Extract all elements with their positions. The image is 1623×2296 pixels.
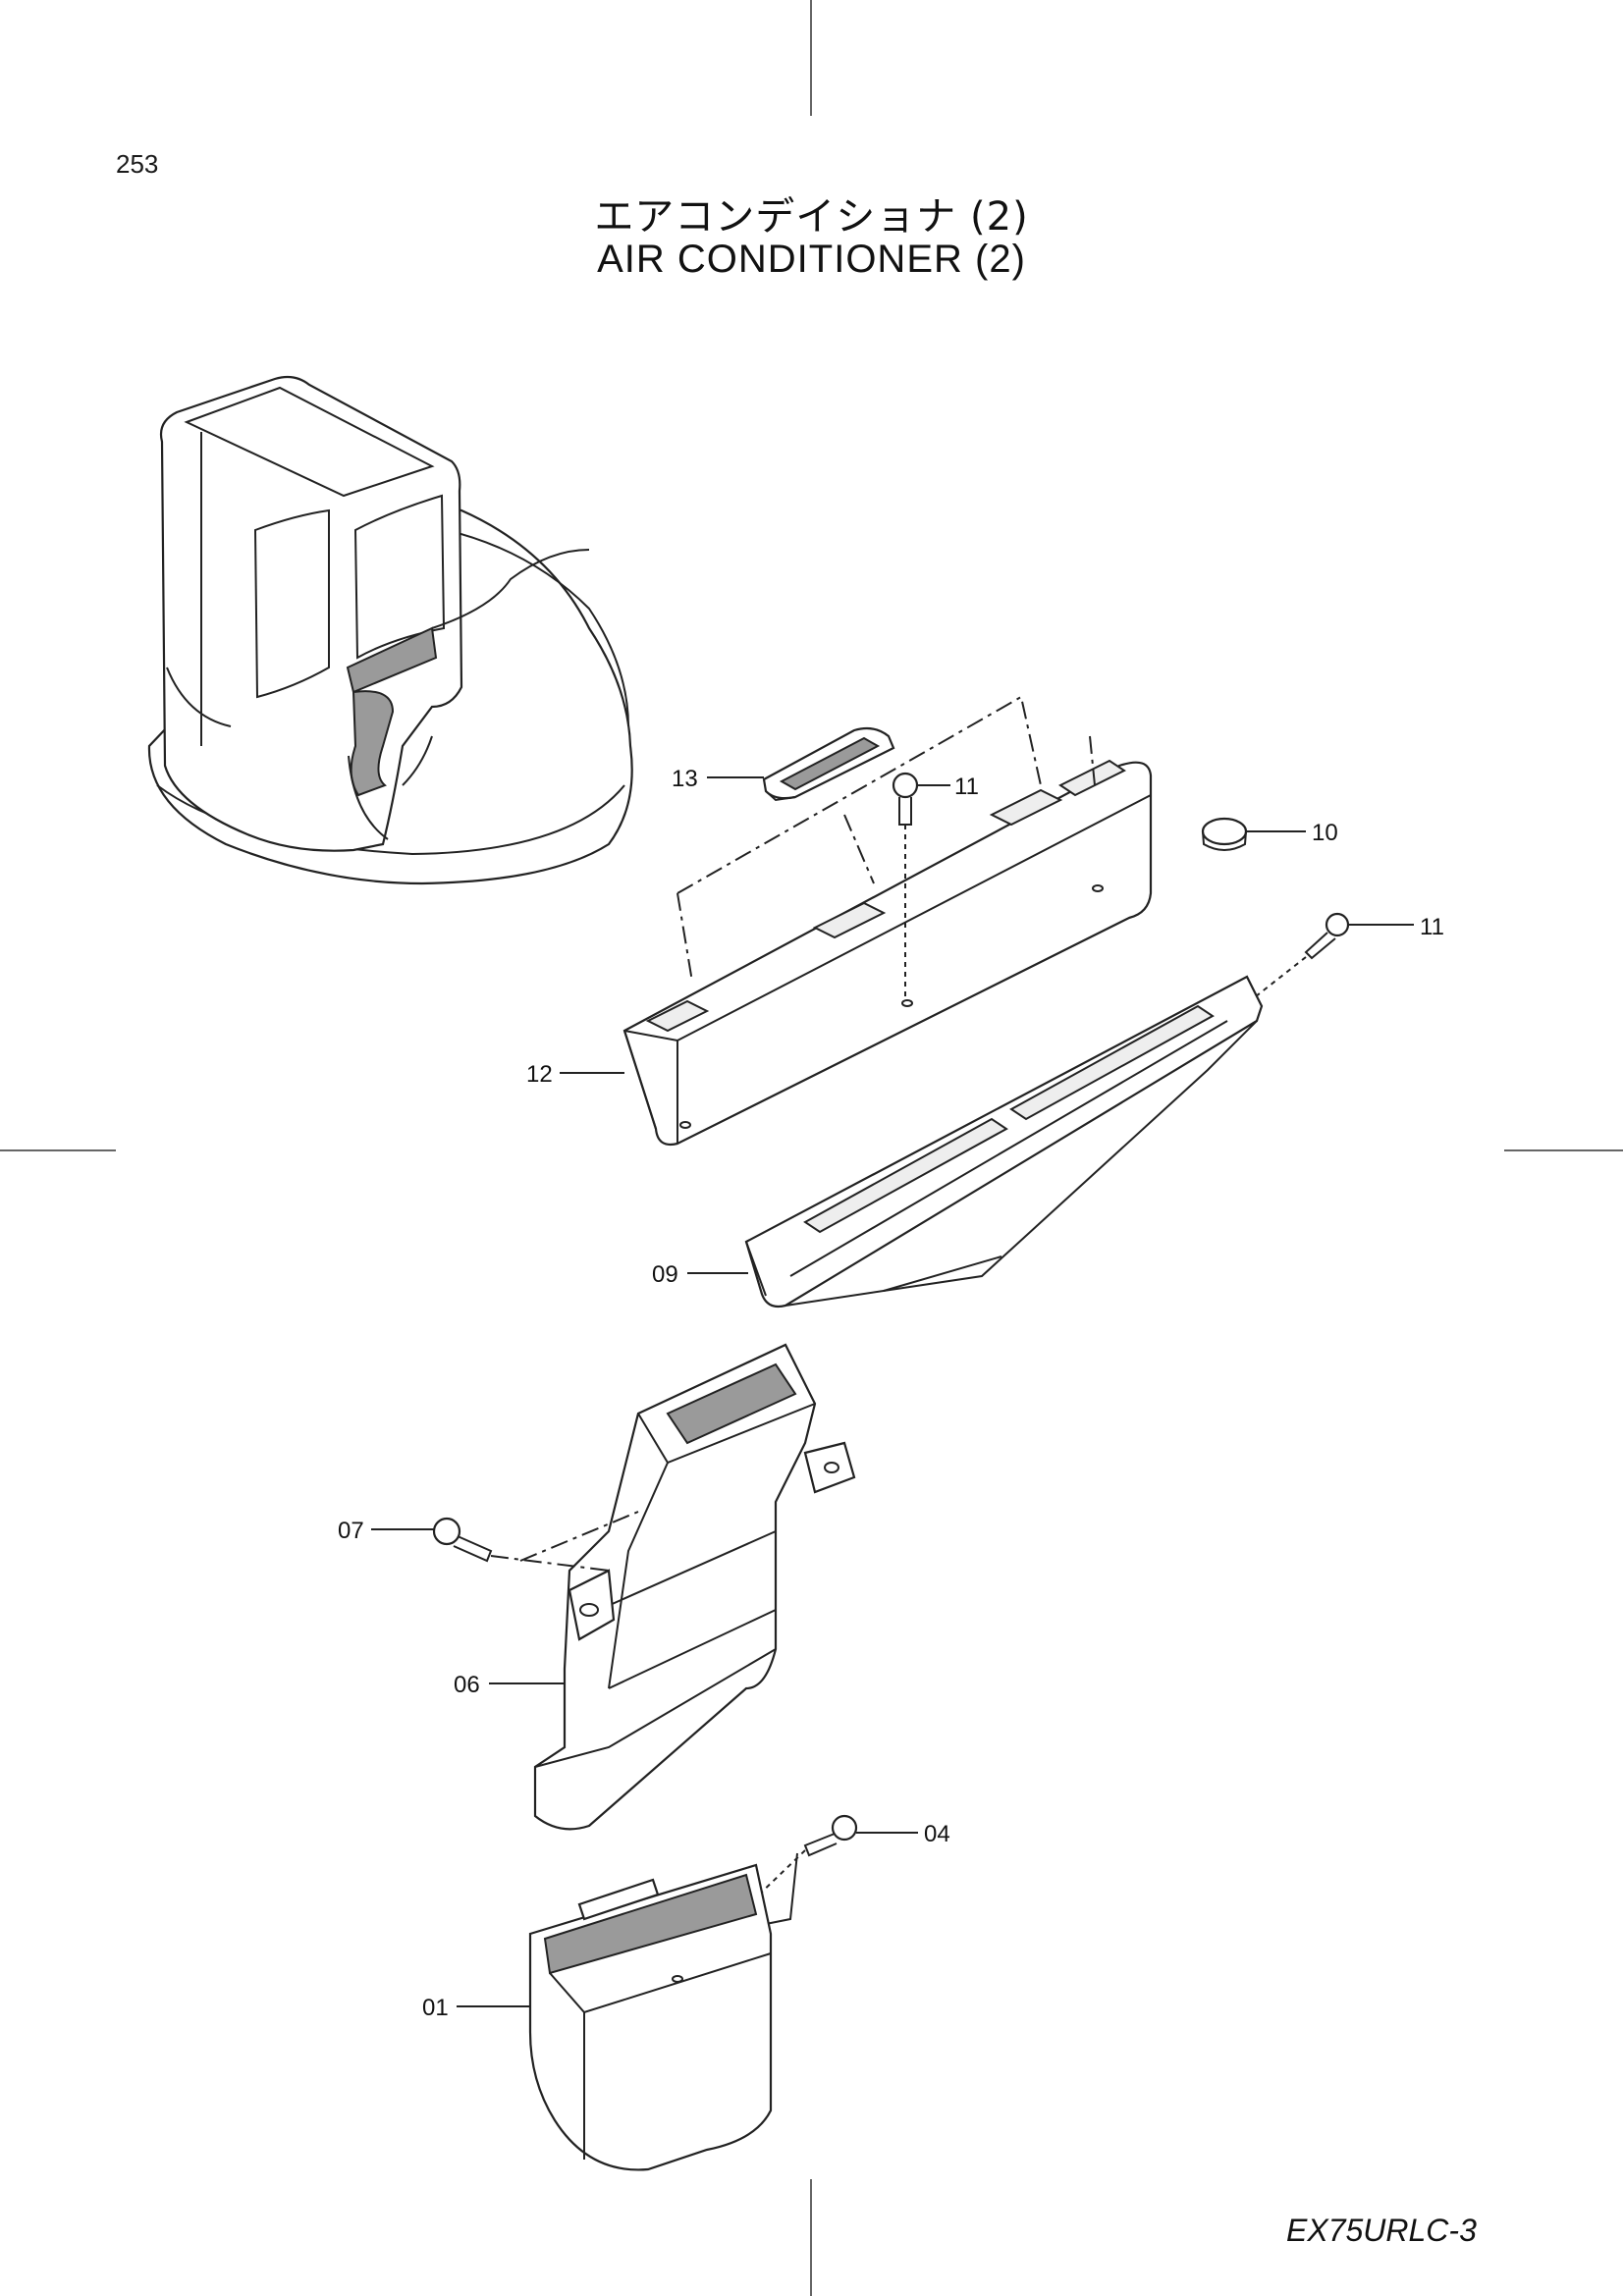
callout-07: 07 (338, 1518, 364, 1544)
part-13-grill (762, 726, 895, 802)
callout-09: 09 (652, 1261, 678, 1288)
assembly-guide-lines (676, 695, 1096, 983)
callout-10: 10 (1312, 820, 1338, 846)
excavator-overview-icon (147, 375, 633, 885)
callout-12: 12 (526, 1061, 553, 1088)
callout-13: 13 (672, 766, 698, 792)
page-number: 253 (116, 149, 159, 179)
part-09-air-diffuser (744, 975, 1264, 1308)
page-title-english: AIR CONDITIONER (2) (597, 238, 1026, 281)
page-title-japanese: エアコンデイショナ (2) (594, 194, 1029, 240)
callout-11-lower: 11 (1420, 914, 1444, 940)
part-11-screw-upper (892, 772, 919, 1001)
callout-01: 01 (422, 1995, 449, 2021)
part-06-duct (533, 1343, 856, 1831)
part-12-vent-housing (622, 759, 1153, 1147)
part-07-screw (432, 1511, 639, 1572)
callout-labels: 13 11 10 11 12 09 07 06 04 01 (338, 766, 1444, 2021)
part-10-plug (1201, 817, 1248, 851)
callout-06: 06 (454, 1672, 480, 1698)
callout-11-upper: 11 (954, 774, 979, 800)
callout-leaders (371, 776, 1414, 2007)
part-01-air-box (528, 1863, 773, 2171)
callout-04: 04 (924, 1821, 950, 1847)
model-code: EX75URLC-3 (1286, 2213, 1477, 2248)
